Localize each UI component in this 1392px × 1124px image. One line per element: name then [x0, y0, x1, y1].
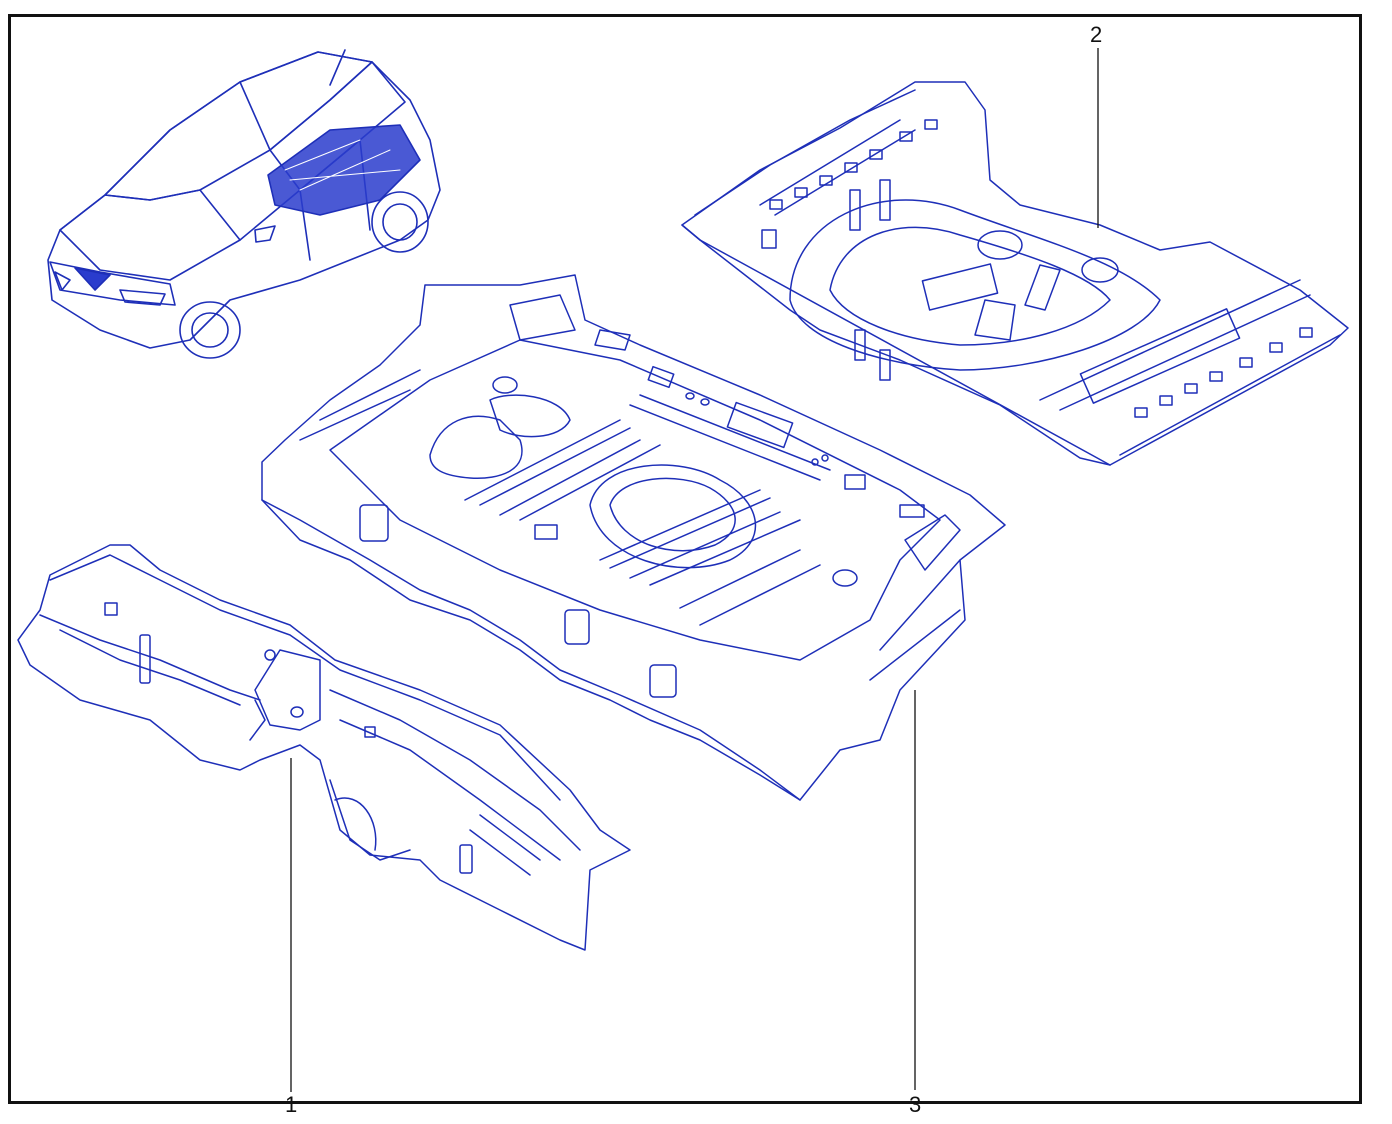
- callout-number-3: 3: [909, 1092, 922, 1117]
- part-3-center-floor-panel: [261, 274, 1006, 801]
- part-1-front-floor-crossmember: [17, 544, 631, 951]
- callout-number-1: 1: [285, 1092, 298, 1117]
- callout-number-2: 2: [1090, 22, 1103, 47]
- part-2-rear-floor-panel: [681, 81, 1349, 466]
- vehicle-locator-illustration: [47, 49, 441, 359]
- diagram-frame: [8, 14, 1362, 1104]
